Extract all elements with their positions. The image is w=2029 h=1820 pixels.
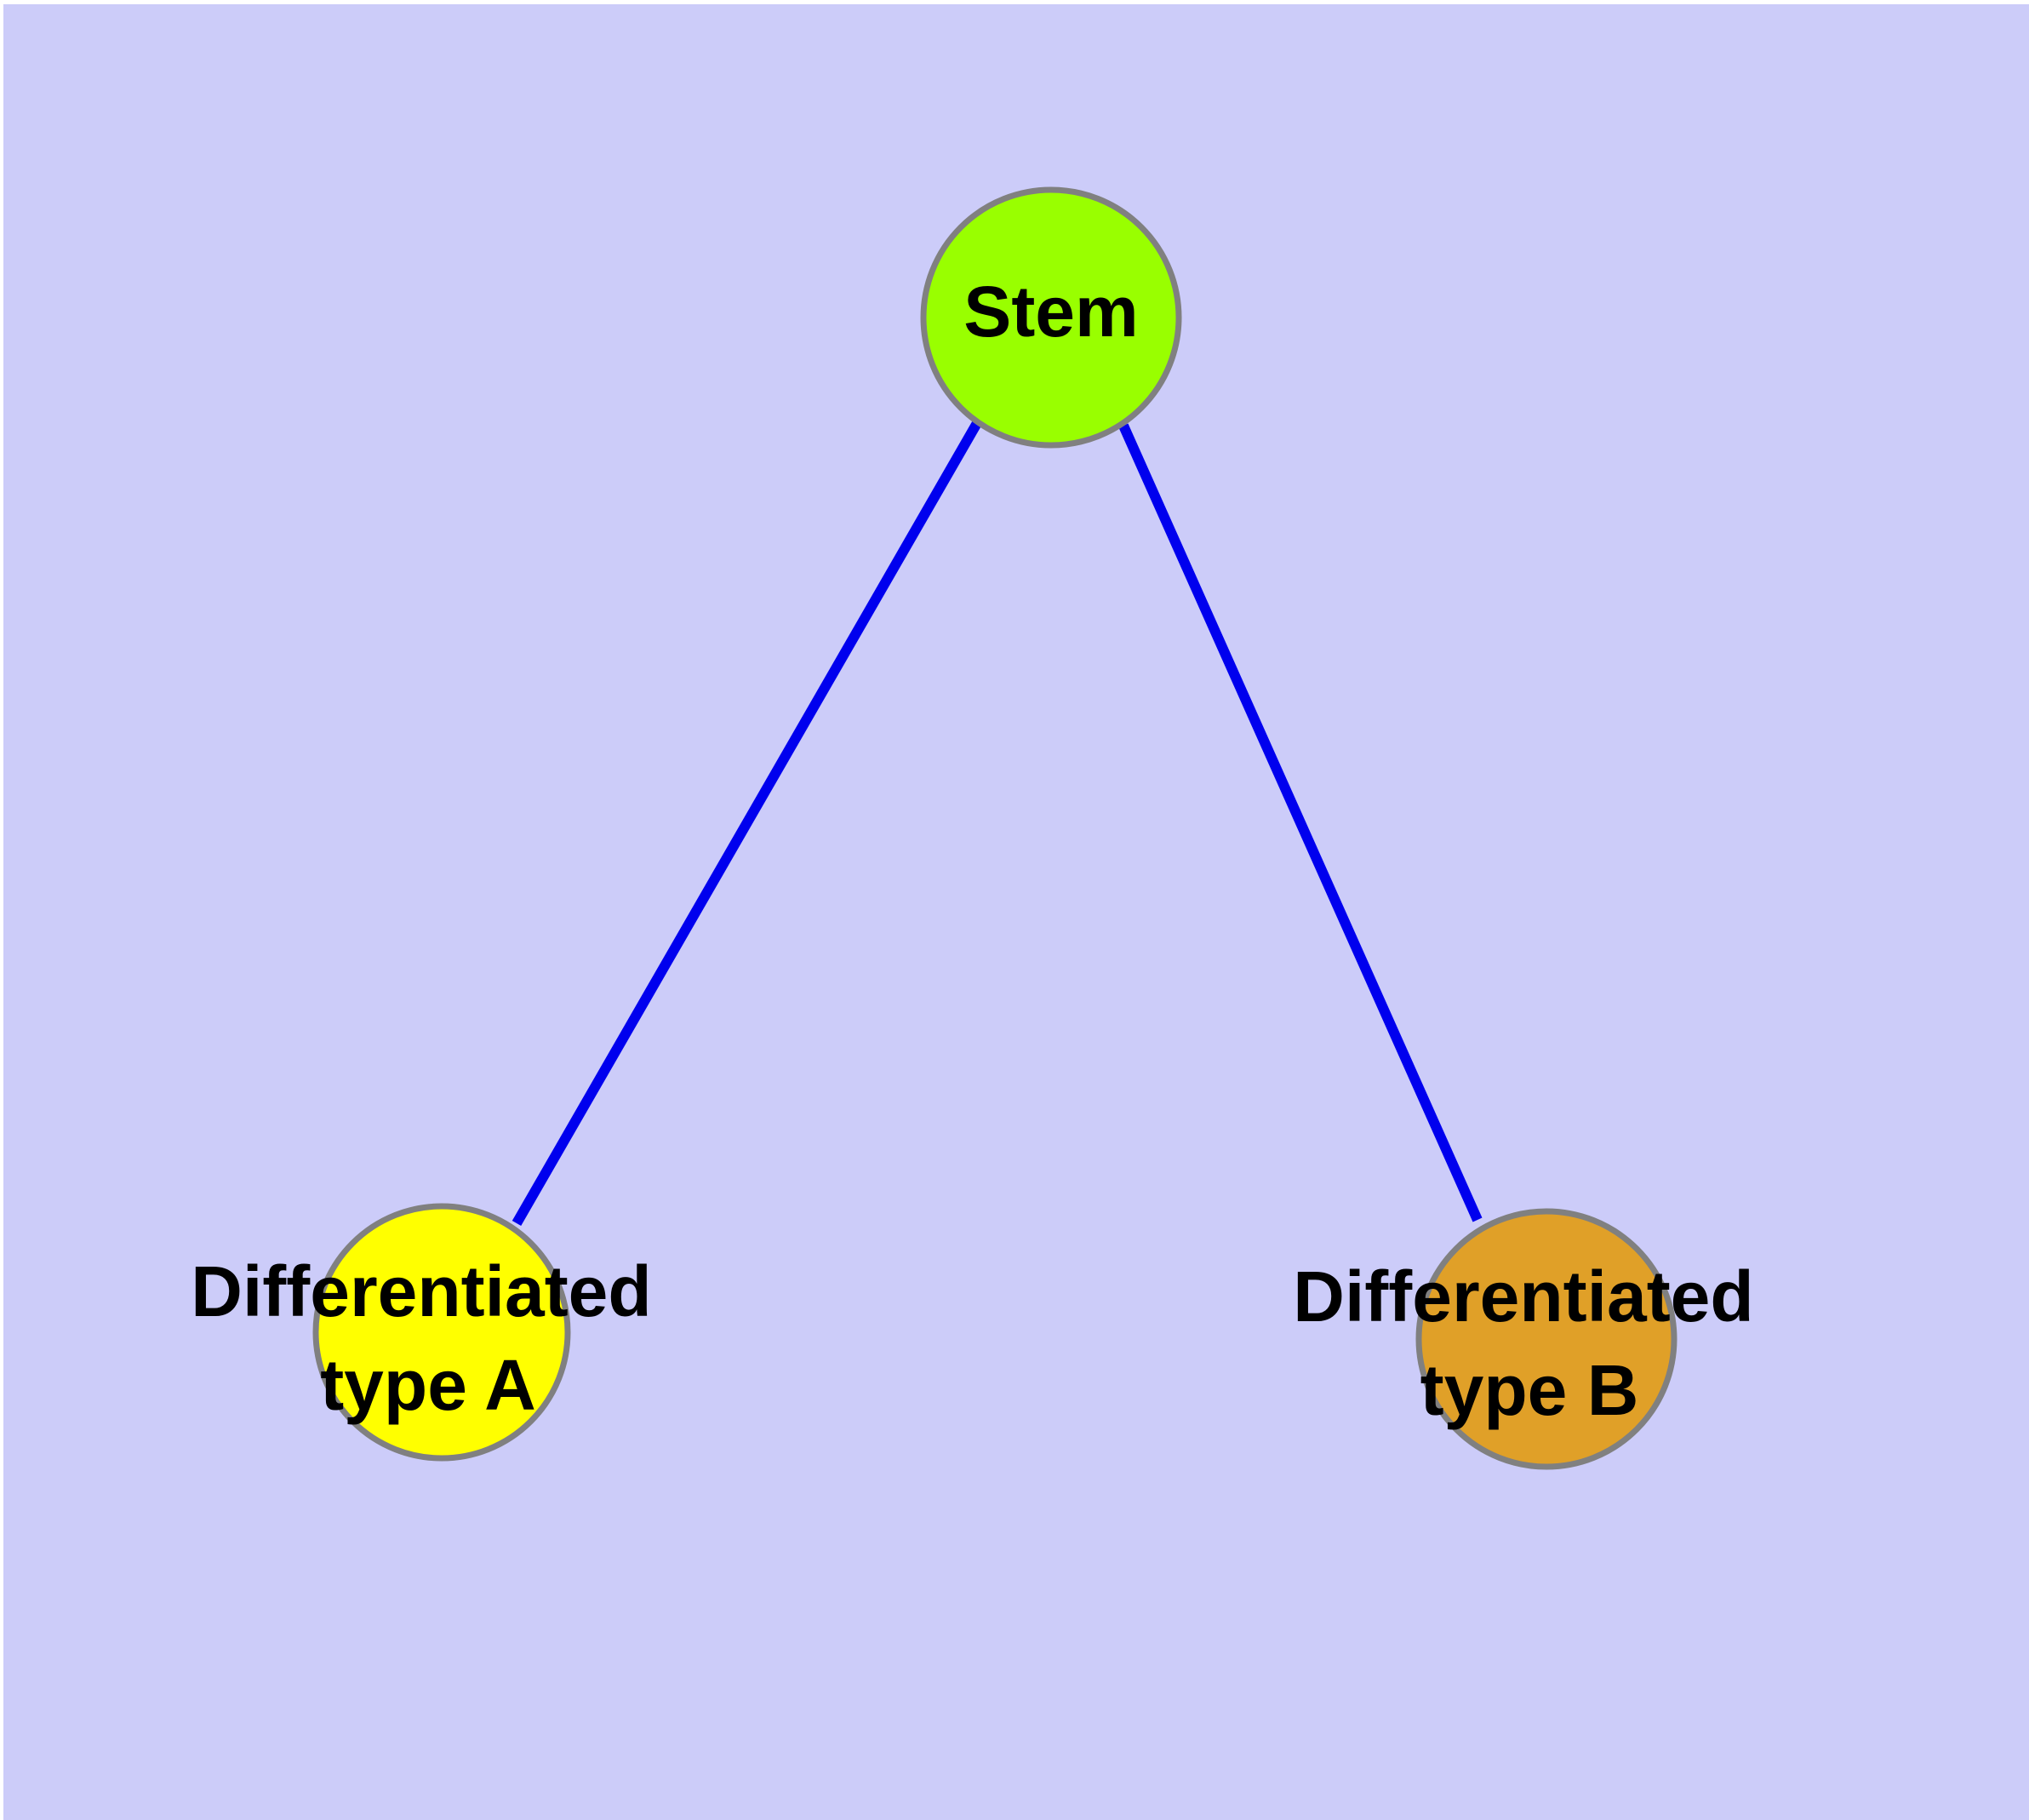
node-differentiated-type-b[interactable] [1415,1208,1677,1470]
edge-stem-to-differentiated-type-a[interactable] [512,421,982,1226]
node-differentiated-type-a-label-line1: Differentiated [191,1251,651,1331]
node-stem-circle[interactable] [920,186,1182,449]
node-layer [312,186,1677,1470]
node-differentiated-type-b-label-line1: Differentiated [1293,1256,1753,1336]
edge-layer [512,421,1483,1226]
node-stem-label-line1: Stem [963,272,1138,352]
label-layer: Stem Differentiated type A Differentiate… [191,272,1753,1430]
node-differentiated-type-a-label-line2: type A [320,1345,536,1425]
node-differentiated-type-b-label-line2: type B [1420,1350,1639,1430]
node-differentiated-type-a-circle[interactable] [312,1203,571,1462]
edge-stem-to-differentiated-type-b[interactable] [1118,423,1483,1222]
node-differentiated-type-a[interactable] [312,1203,571,1462]
node-stem[interactable] [920,186,1182,449]
node-differentiated-type-b-circle[interactable] [1415,1208,1677,1470]
